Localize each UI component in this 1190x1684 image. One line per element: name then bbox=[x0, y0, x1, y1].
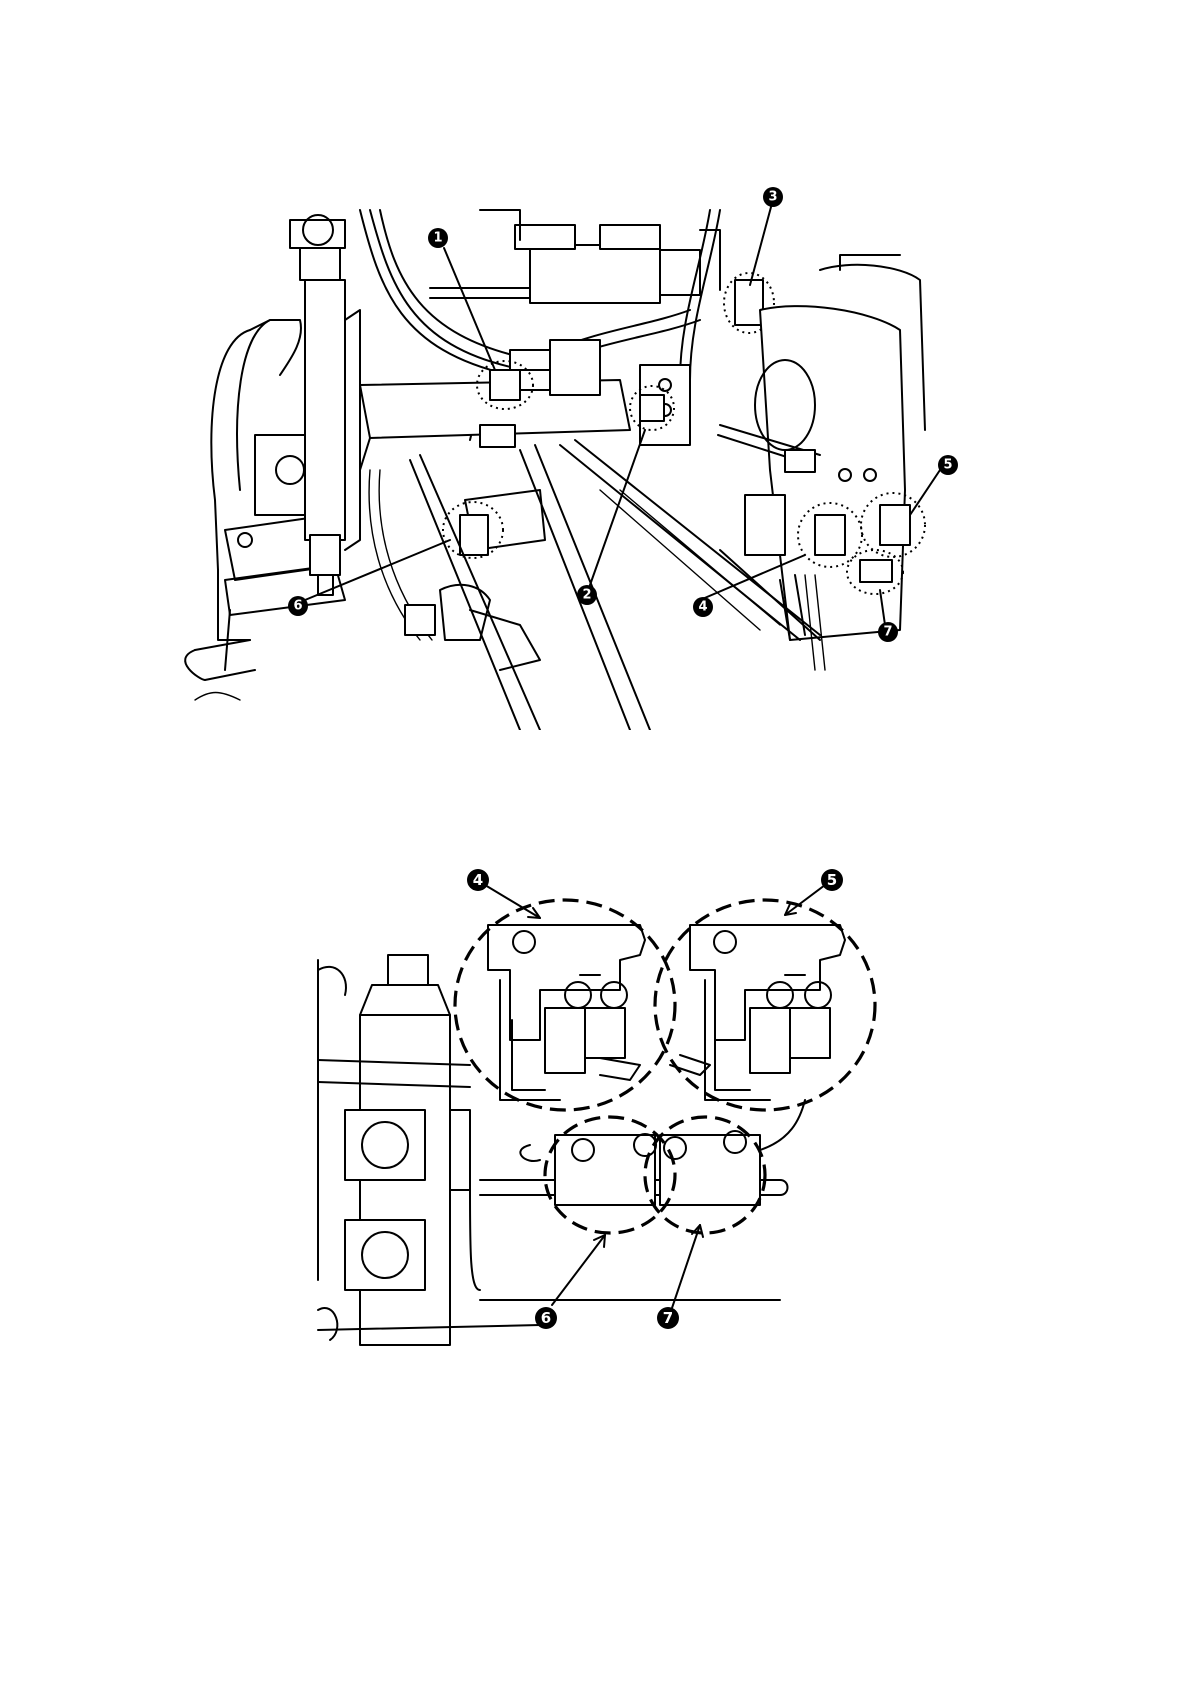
detail-callout-7-label: 7 bbox=[663, 1309, 673, 1327]
callout-7: 7 bbox=[878, 622, 898, 642]
callout-2-label: 2 bbox=[582, 588, 591, 603]
callout-3-label: 3 bbox=[768, 190, 777, 205]
detail-callout-4-label: 4 bbox=[473, 871, 483, 889]
callout-4: 4 bbox=[693, 597, 713, 617]
callout-1-label: 1 bbox=[433, 231, 442, 246]
sensor-5-assembly bbox=[670, 925, 845, 1100]
sensor-4-assembly bbox=[488, 925, 645, 1100]
detail-callout-5: 5 bbox=[821, 869, 843, 891]
callout-7-label: 7 bbox=[883, 625, 892, 640]
callout-1: 1 bbox=[428, 228, 448, 248]
detail-callout-6: 6 bbox=[535, 1307, 557, 1329]
air-cylinder bbox=[430, 210, 720, 303]
callout-6: 6 bbox=[288, 596, 308, 616]
callout-5-label: 5 bbox=[943, 458, 952, 473]
callout-2: 2 bbox=[577, 585, 597, 605]
detail-callout-5-label: 5 bbox=[827, 871, 837, 889]
callout-5: 5 bbox=[938, 455, 958, 475]
machine-overview-illustration: 1 2 3 4 5 6 7 bbox=[0, 170, 1190, 730]
sensor-detail-illustration: 4 5 6 7 bbox=[0, 860, 1190, 1350]
callout-4-label: 4 bbox=[698, 600, 707, 615]
callout-3: 3 bbox=[763, 187, 783, 207]
detail-callout-6-label: 6 bbox=[541, 1309, 551, 1327]
callout-6-label: 6 bbox=[293, 599, 302, 614]
detail-callout-4: 4 bbox=[467, 869, 489, 891]
detail-callout-7: 7 bbox=[657, 1307, 679, 1329]
